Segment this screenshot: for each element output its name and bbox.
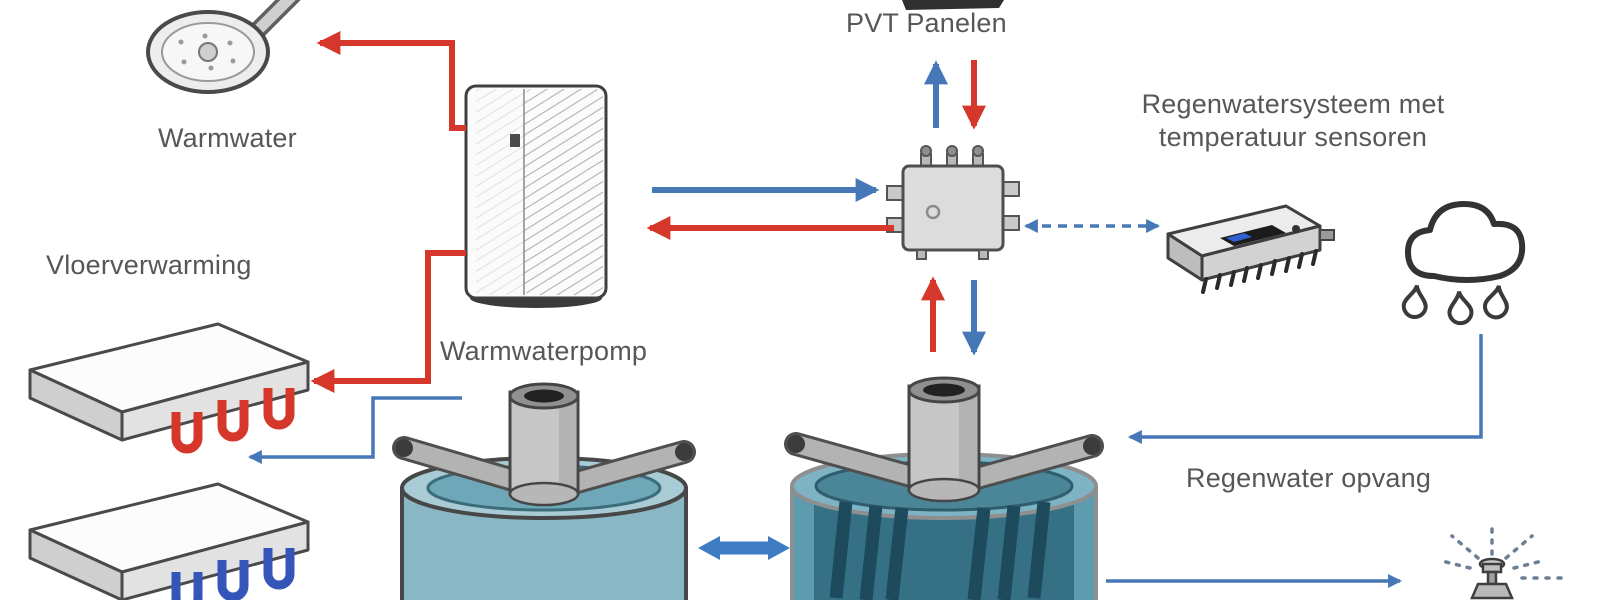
temperature-controller-icon <box>1166 204 1335 294</box>
label-warmwaterpomp: Warmwaterpomp <box>440 336 648 366</box>
rainwater-tank-cutaway-icon <box>784 376 1104 600</box>
hot-arrow-to-floor-heating <box>310 250 466 393</box>
label-regenwatersysteem: Regenwatersysteem met temperatuur sensor… <box>1128 88 1458 154</box>
floor-heating-hot-icon <box>28 322 310 449</box>
label-warmwater: Warmwater <box>158 123 297 153</box>
label-regenwatersysteem-line2: temperatuur sensoren <box>1158 122 1428 152</box>
sprinkler-icon <box>1436 524 1564 600</box>
buffer-tank-icon <box>392 382 696 600</box>
hot-arrow-to-shower <box>316 31 466 131</box>
label-vloerverwarming: Vloerverwarming <box>46 250 252 280</box>
label-pvt-panelen: PVT Panelen <box>846 8 1007 38</box>
label-regenwater-opvang: Regenwater opvang <box>1186 463 1432 493</box>
distribution-manifold-icon <box>886 145 1020 260</box>
rain-line-to-tank <box>1127 334 1483 444</box>
pvt-panel-edge <box>902 0 1004 10</box>
shower-head-icon <box>146 0 301 94</box>
tank-exchange-arrow <box>698 536 790 560</box>
rain-cloud-icon <box>1400 201 1526 326</box>
label-regenwatersysteem-line1: Regenwatersysteem met <box>1141 89 1445 119</box>
cold-line-to-floor-heating <box>247 396 462 464</box>
heat-pump-icon <box>464 84 608 308</box>
floor-heating-cold-icon <box>28 482 310 600</box>
